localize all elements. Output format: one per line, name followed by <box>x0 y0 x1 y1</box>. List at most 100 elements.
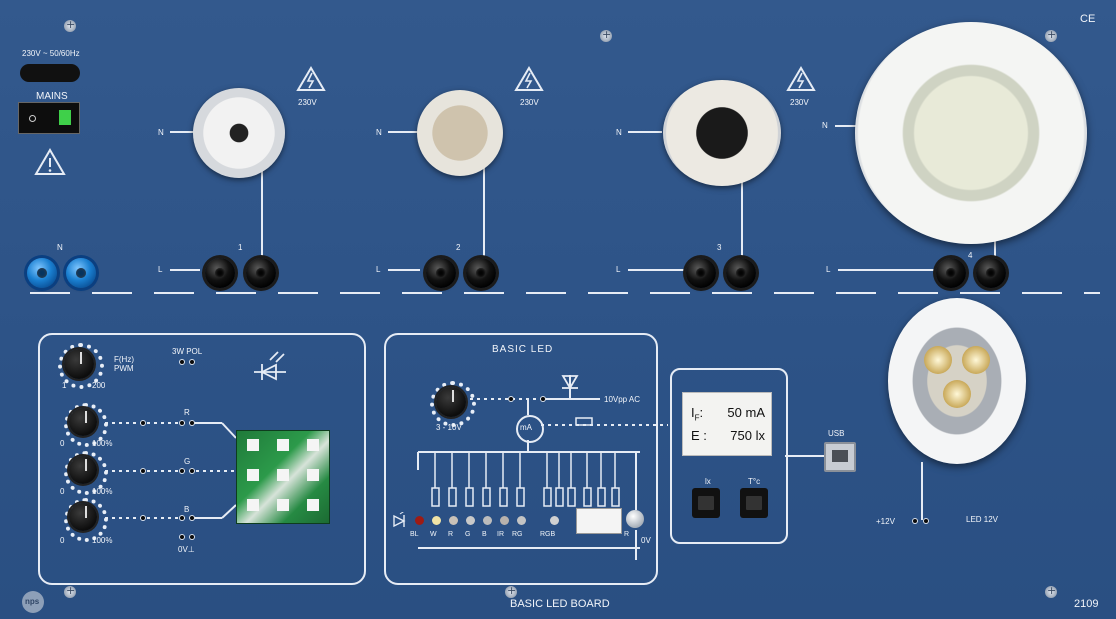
basic-led-panel <box>384 333 658 585</box>
voltage-knob[interactable] <box>436 387 466 417</box>
test-point[interactable] <box>180 469 184 473</box>
led-symbol-icon <box>393 512 406 528</box>
test-point[interactable] <box>190 360 194 364</box>
test-point[interactable] <box>141 421 145 425</box>
led-code-rgb: RGB <box>540 531 556 538</box>
test-point[interactable] <box>190 516 194 520</box>
line-label-3: L <box>616 265 621 274</box>
usb-label: USB <box>828 429 845 438</box>
test-point[interactable] <box>190 421 194 425</box>
led-code-w: W <box>430 531 437 538</box>
temperature-sensor-port[interactable] <box>740 488 768 518</box>
spotlight-led <box>962 346 990 374</box>
neutral-jack-2[interactable] <box>66 258 96 288</box>
test-point[interactable] <box>141 516 145 520</box>
test-point[interactable] <box>180 516 184 520</box>
screw <box>64 18 76 32</box>
smd-led <box>277 469 289 481</box>
socket-number-3: 3 <box>717 243 722 252</box>
smd-led <box>307 469 319 481</box>
screw <box>64 584 76 598</box>
led-code-b: B <box>482 531 487 538</box>
line-label-4: L <box>826 265 831 274</box>
led-code-r2: R <box>624 531 630 538</box>
pct-max-label: 100% <box>92 487 113 496</box>
mains-voltage-label: 230V ~ 50/60Hz <box>22 49 80 58</box>
mains-label: MAINS <box>36 91 68 102</box>
line-label-1: L <box>158 265 163 274</box>
illuminance-label: E : <box>691 428 707 443</box>
mains-inlet <box>20 64 80 82</box>
pct-min-label: 0 <box>60 439 65 448</box>
red-channel-knob[interactable] <box>69 408 97 436</box>
lcd-display: IF: 50 mA E : 750 lx <box>682 392 772 456</box>
led-blue-label-bl <box>415 516 424 525</box>
blue-channel-knob[interactable] <box>69 503 97 531</box>
smd-led <box>247 499 259 511</box>
led-red <box>449 516 458 525</box>
knob-scale <box>64 451 108 495</box>
frequency-knob[interactable] <box>64 349 94 379</box>
switch-off-mark <box>29 115 36 122</box>
test-point[interactable] <box>180 535 184 539</box>
neutral-label-1: N <box>158 128 164 137</box>
milliammeter-label: mA <box>520 423 532 432</box>
test-point[interactable] <box>141 469 145 473</box>
test-point[interactable] <box>913 519 917 523</box>
led-green <box>466 516 475 525</box>
pct-min-label: 0 <box>60 536 65 545</box>
rgb-led-matrix <box>236 430 330 524</box>
lux-sensor-port[interactable] <box>692 488 720 518</box>
led-code-r: R <box>448 531 454 538</box>
test-point[interactable] <box>180 360 184 364</box>
led-blue <box>483 516 492 525</box>
led-code-bl: BL <box>410 531 419 538</box>
ce-mark: CE <box>1080 13 1096 25</box>
mains-switch-indicator <box>59 110 71 125</box>
knob-scale <box>58 343 104 389</box>
jack-1b[interactable] <box>246 258 276 288</box>
smd-led <box>247 469 259 481</box>
test-point[interactable] <box>541 397 545 401</box>
usb-port[interactable] <box>824 442 856 472</box>
jack-3b[interactable] <box>726 258 756 288</box>
spotlight-led <box>924 346 952 374</box>
voltage-label-2: 230V <box>520 98 539 107</box>
basic-led-title: BASIC LED <box>492 344 554 355</box>
jack-4b[interactable] <box>976 258 1006 288</box>
current-label: IF: <box>691 405 704 423</box>
neutral-label-3: N <box>616 128 622 137</box>
socket-number-4: 4 <box>968 251 973 260</box>
spotlight-led <box>943 380 971 408</box>
jack-2b[interactable] <box>466 258 496 288</box>
led-infrared <box>500 516 509 525</box>
socket-number-2: 2 <box>456 243 461 252</box>
jack-2a[interactable] <box>426 258 456 288</box>
test-point[interactable] <box>180 421 184 425</box>
neutral-jack-1[interactable] <box>27 258 57 288</box>
jack-3a[interactable] <box>686 258 716 288</box>
zero-volt-label-basic: 0V <box>641 536 651 545</box>
jack-1a[interactable] <box>205 258 235 288</box>
lamp-socket-3 <box>663 80 781 186</box>
test-point[interactable] <box>190 535 194 539</box>
seven-segment-display <box>576 508 622 534</box>
smd-led <box>277 499 289 511</box>
test-point[interactable] <box>509 397 513 401</box>
test-point[interactable] <box>190 469 194 473</box>
milliammeter-symbol <box>516 415 544 443</box>
green-channel-knob[interactable] <box>69 456 97 484</box>
mains-switch[interactable] <box>18 102 80 134</box>
zero-volt-label: 0V⊥ <box>178 545 195 554</box>
illuminance-value: 750 lx <box>730 428 765 443</box>
lamp-socket-1 <box>193 88 285 178</box>
photo-sensor <box>626 510 644 528</box>
jack-4a[interactable] <box>936 258 966 288</box>
screw <box>1045 584 1057 598</box>
plus12v-label: +12V <box>876 517 895 526</box>
smd-led <box>307 499 319 511</box>
pol-label: 3W POL <box>172 347 203 356</box>
test-point[interactable] <box>924 519 928 523</box>
